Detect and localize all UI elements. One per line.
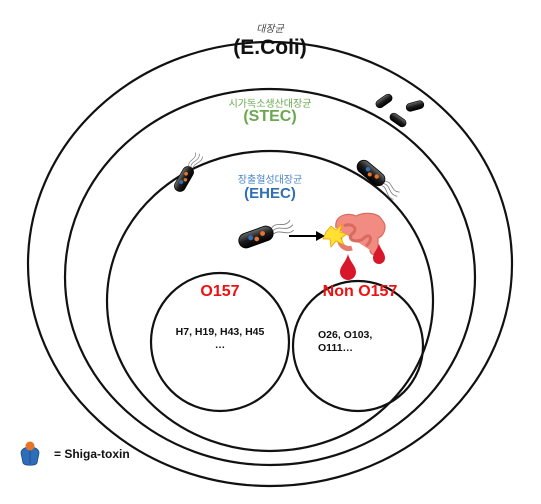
- shiga-toxin-icon: [20, 441, 40, 466]
- intestine-icon: [322, 212, 386, 256]
- stec-label: (STEC): [243, 108, 297, 125]
- ecoli-label: (E.Coli): [233, 36, 307, 59]
- blood-drop-icon: [373, 244, 385, 264]
- ehec-circle: [105, 149, 435, 453]
- stec-bacterium-icon: [353, 157, 403, 202]
- blood-drop-icon: [340, 254, 356, 280]
- o157-types-text: H7, H19, H43, H45 …: [175, 326, 265, 351]
- o157-label: O157: [200, 283, 240, 300]
- ehec-bacterium-icon: [236, 216, 296, 251]
- ehec-label: (EHEC): [244, 185, 296, 202]
- non-o157-label: Non O157: [322, 283, 398, 300]
- legend-label: = Shiga-toxin: [54, 447, 130, 461]
- infection-arrow-icon: [289, 231, 325, 241]
- stec-circle: [63, 87, 477, 467]
- stec-bacterium-icon: [171, 150, 205, 194]
- ehec-korean-label: 장출혈성대장균: [237, 175, 303, 186]
- stec-korean-label: 시가독소생산대장균: [228, 99, 312, 110]
- non-o157-circle: [291, 279, 425, 413]
- ecoli-circle: [26, 40, 514, 488]
- non-o157-types-text: O26, O103, O111…: [318, 329, 373, 354]
- small-bacterium-icon: [374, 92, 394, 110]
- o157-circle: [149, 271, 291, 413]
- small-bacterium-icon: [404, 99, 426, 113]
- ecoli-korean-label: 대장균: [256, 24, 284, 35]
